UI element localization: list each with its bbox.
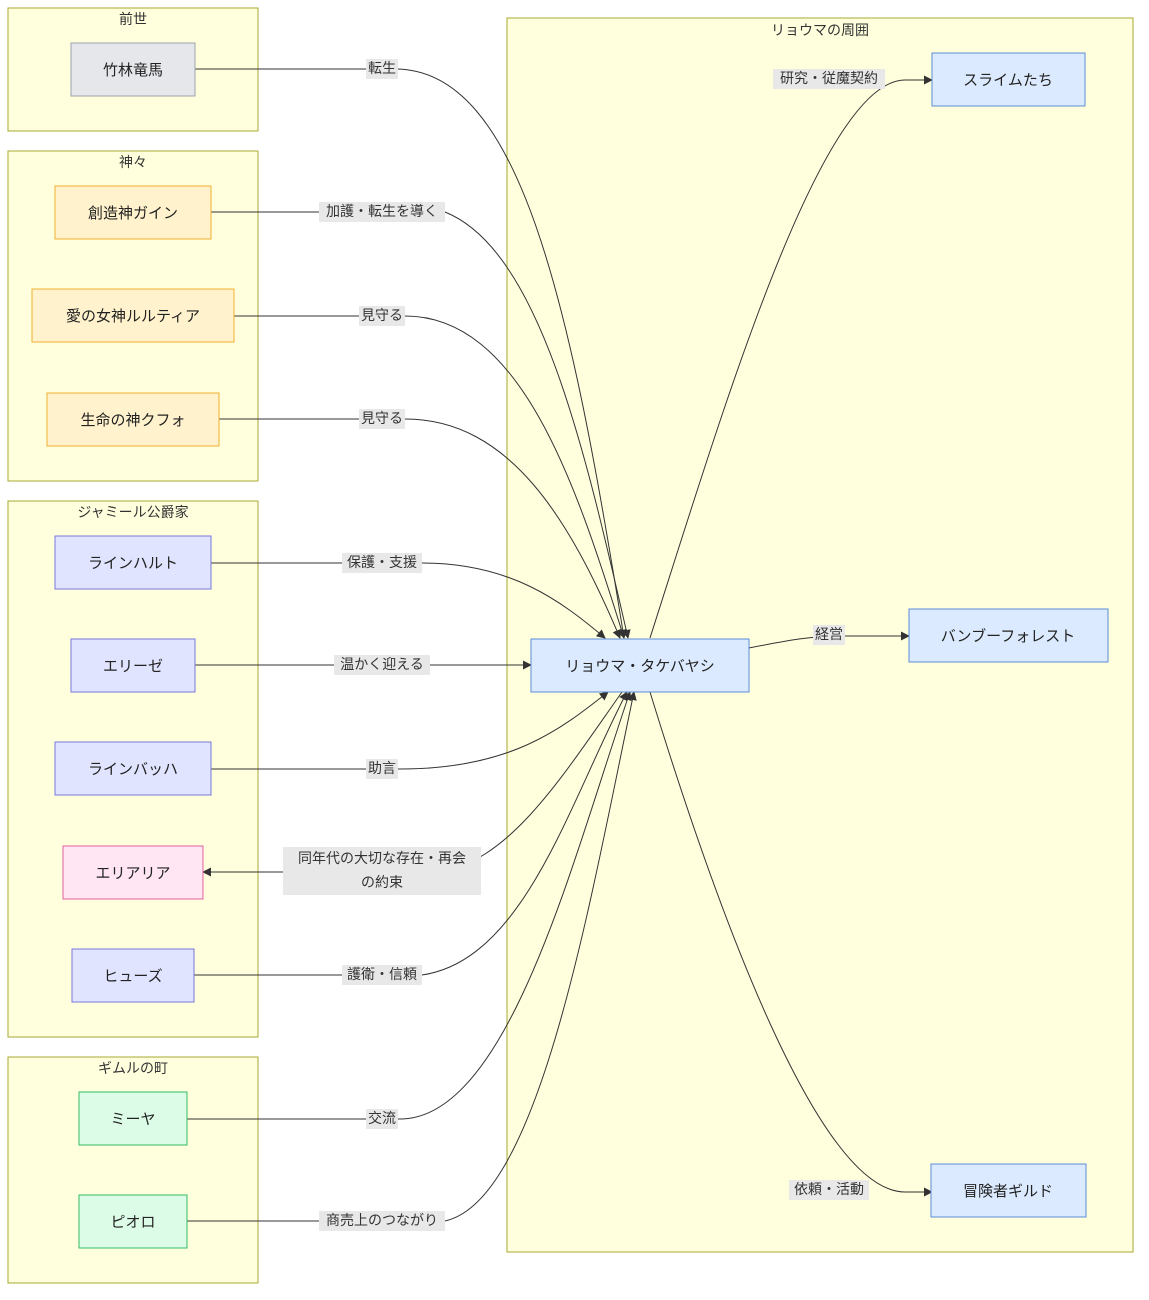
node-label-slimes: スライムたち [963, 71, 1053, 89]
edge-reinbach-ryoma [211, 691, 609, 770]
cluster-title-ryoma: リョウマの周囲 [771, 23, 869, 39]
node-slimes[interactable]: スライムたち [931, 52, 1086, 107]
node-reinbach[interactable]: ラインバッハ [54, 741, 212, 796]
node-label-lulutia: 愛の女神ルルティア [66, 307, 200, 325]
edge-label-escort: 護衛・信頼 [347, 967, 417, 983]
edge-label-manage: 経営 [815, 627, 843, 643]
node-label-elise: エリーゼ [103, 657, 163, 675]
edge-label-research: 研究・従魔契約 [780, 71, 878, 87]
edge-label-watch-kufo: 見守る [361, 411, 403, 427]
node-kufo[interactable]: 生命の神クフォ [46, 392, 220, 447]
cluster-title-jamil: ジャミール公爵家 [77, 504, 188, 521]
edge-label-watch-lulutia: 見守る [361, 308, 403, 324]
edge-labels: 転生 加護・転生を導く 見守る 見守る 保護・支援 温かく迎える 助言 同年代の… [283, 59, 885, 1231]
cluster-title-past: 前世 [119, 11, 147, 28]
node-label-kufo: 生命の神クフォ [80, 411, 185, 429]
cluster-gimul: ギムルの町 [7, 1056, 259, 1284]
edge-label-blessing: 加護・転生を導く [326, 204, 438, 220]
node-label-reinbach: ラインバッハ [88, 760, 178, 778]
node-ryoma[interactable]: リョウマ・タケバヤシ [530, 638, 750, 693]
node-lulutia[interactable]: 愛の女神ルルティア [31, 288, 235, 343]
node-takebayashi[interactable]: 竹林竜馬 [70, 42, 196, 97]
node-bamboo[interactable]: バンブーフォレスト [908, 608, 1109, 663]
edge-kufo-ryoma [219, 418, 621, 639]
node-hughes[interactable]: ヒューズ [71, 948, 195, 1003]
node-pioro[interactable]: ピオロ [78, 1194, 188, 1249]
node-reinhart[interactable]: ラインハルト [54, 535, 212, 590]
node-label-hughes: ヒューズ [103, 967, 162, 985]
node-label-ryoma: リョウマ・タケバヤシ [565, 657, 714, 675]
edge-label-exchange: 交流 [368, 1110, 396, 1127]
edge-takebayashi-ryoma [195, 68, 628, 639]
node-elialia[interactable]: エリアリア [62, 845, 204, 900]
edges [187, 68, 933, 1222]
edge-ryoma-guild [649, 691, 933, 1197]
node-guild[interactable]: 冒険者ギルド [930, 1163, 1087, 1218]
edge-label-promise-line2: の約束 [361, 875, 403, 891]
edge-hughes-ryoma [194, 691, 628, 976]
edge-reinhart-ryoma [211, 562, 606, 639]
edge-pioro-ryoma [187, 691, 637, 1222]
node-label-guild: 冒険者ギルド [963, 1182, 1053, 1200]
cluster-title-gimul: ギムルの町 [98, 1061, 168, 1077]
edge-miya-ryoma [187, 691, 632, 1120]
edge-ryoma-slimes [649, 75, 933, 639]
edge-label-request: 依頼・活動 [794, 1182, 864, 1198]
node-label-gain: 創造神ガイン [88, 204, 178, 222]
edge-label-reincarnation: 転生 [368, 61, 396, 77]
node-label-bamboo: バンブーフォレスト [941, 627, 1075, 645]
edge-lulutia-ryoma [234, 315, 626, 639]
node-label-miya: ミーヤ [110, 1110, 155, 1128]
edge-label-advice: 助言 [368, 761, 396, 777]
node-label-pioro: ピオロ [110, 1213, 155, 1231]
node-miya[interactable]: ミーヤ [78, 1091, 188, 1146]
edge-label-protect: 保護・支援 [347, 555, 417, 571]
node-gain[interactable]: 創造神ガイン [54, 185, 212, 240]
node-elise[interactable]: エリーゼ [70, 638, 196, 693]
edge-label-trade: 商売上のつながり [326, 1213, 438, 1229]
node-label-elialia: エリアリア [95, 864, 170, 882]
node-label-reinhart: ラインハルト [88, 554, 178, 572]
node-label-takebayashi: 竹林竜馬 [103, 61, 163, 79]
edge-label-welcome: 温かく迎える [340, 657, 424, 673]
edge-gain-ryoma [211, 211, 631, 639]
edge-label-promise-line1: 同年代の大切な存在・再会 [298, 851, 466, 867]
cluster-title-gods: 神々 [119, 155, 147, 171]
